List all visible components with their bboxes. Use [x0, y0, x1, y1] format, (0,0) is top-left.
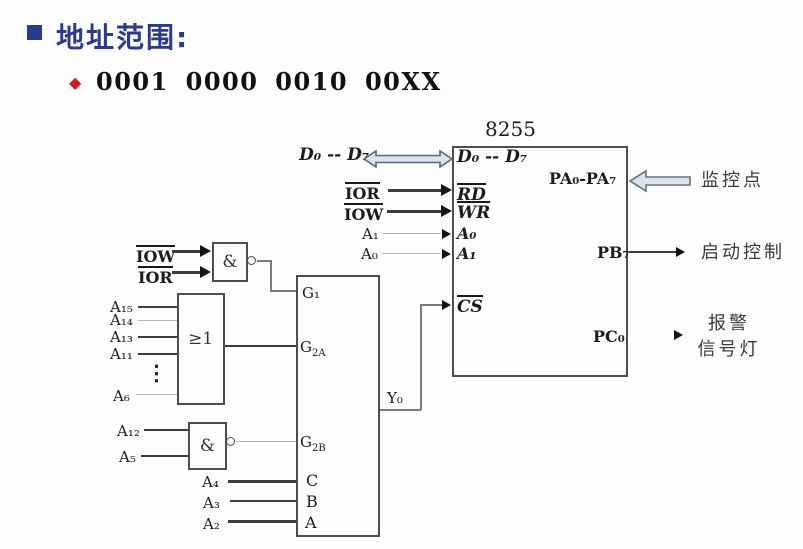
- decoder-a-label: A: [305, 513, 317, 532]
- decoder-g2b-label: G2B: [300, 433, 326, 454]
- wire: [228, 480, 296, 483]
- wire: [138, 336, 177, 338]
- pin-pc0: PC₀: [593, 327, 625, 346]
- wire: [138, 353, 177, 355]
- wire: [420, 304, 442, 306]
- arrow-head-icon: [674, 330, 683, 340]
- arrow-head-icon: [441, 205, 452, 217]
- monitor-point-label: 监控点: [701, 170, 764, 191]
- data-bus-bidirectional-arrow-icon: [363, 149, 453, 169]
- decoder-g2a-label: G2A: [300, 338, 326, 359]
- start-control-label: 启动控制: [701, 242, 785, 263]
- decoder-g1-label: G₁: [302, 284, 320, 302]
- inverter-bubble-icon: [247, 256, 256, 265]
- pin-d0-d7: D₀ -- D₇: [457, 147, 528, 167]
- wire: [380, 409, 421, 411]
- ellipsis-dots: ⋮: [146, 360, 167, 385]
- a14-label: A₁₄: [110, 311, 133, 329]
- wire: [172, 271, 201, 274]
- decoder-c-label: C: [306, 471, 319, 490]
- a11-label: A₁₁: [110, 345, 133, 363]
- wire: [382, 253, 441, 254]
- wire: [236, 441, 296, 442]
- wire: [387, 210, 441, 213]
- wire: [138, 306, 177, 308]
- a1-label: A₁: [362, 225, 379, 243]
- wire: [270, 260, 272, 291]
- or-gate-box: [177, 293, 225, 405]
- iow-gate-label: IOW: [136, 245, 176, 266]
- pin-a0: A₀: [457, 224, 477, 243]
- wire: [225, 345, 296, 347]
- chip-title: 8255: [485, 117, 536, 141]
- wire: [138, 320, 177, 321]
- address-range-value: 0001 0000 0010 00XX: [96, 67, 442, 96]
- a4-label: A₄: [202, 473, 219, 491]
- data-bus-label: D₀ -- D₇: [299, 145, 370, 165]
- wire: [136, 394, 177, 395]
- a0-label: A₀: [361, 245, 378, 263]
- arrow-head-icon: [200, 266, 211, 278]
- or-gate-symbol: ≥1: [188, 329, 214, 349]
- wire: [172, 250, 201, 253]
- wire: [141, 455, 188, 457]
- pin-cs: CS: [457, 295, 483, 317]
- a12-label: A₁₂: [117, 422, 140, 440]
- wire: [228, 520, 296, 523]
- page-title: 地址范围:: [56, 21, 190, 54]
- alarm-signal-label: 报警信号灯: [697, 313, 761, 360]
- and-gate-1-symbol: &: [222, 252, 238, 272]
- wire: [230, 500, 296, 502]
- wire: [257, 260, 271, 262]
- pin-wr: WR: [457, 201, 491, 223]
- ior-gate-label: IOR: [138, 266, 173, 287]
- iow-label: IOW: [344, 203, 384, 224]
- ior-label: IOR: [345, 182, 380, 203]
- diamond-bullet-icon: ◆: [69, 73, 82, 92]
- a2-label: A₂: [203, 515, 220, 533]
- arrow-head-icon: [200, 245, 211, 257]
- arrow-head-icon: [442, 300, 451, 310]
- chip-8255-box: [452, 146, 628, 377]
- pin-pb7: PB₇: [597, 243, 630, 262]
- and-gate-2-box: &: [188, 422, 227, 470]
- a15-label: A₁₅: [110, 298, 133, 316]
- wire: [420, 304, 422, 410]
- a3-label: A₃: [203, 494, 220, 512]
- a6-label: A₆: [113, 387, 130, 405]
- wire: [388, 189, 441, 192]
- pin-a1: A₁: [457, 244, 477, 263]
- decoder-b-label: B: [306, 492, 318, 511]
- wire: [270, 290, 296, 292]
- and-gate-1-box: &: [212, 242, 248, 282]
- wire: [144, 429, 188, 431]
- title-bullet-icon: [27, 25, 42, 40]
- inverter-bubble-icon: [226, 437, 235, 446]
- arrow-head-icon: [442, 229, 451, 239]
- pin-pa0-pa7: PA₀-PA₇: [549, 169, 617, 188]
- decoder-box: [296, 275, 380, 537]
- a5-label: A₅: [119, 448, 136, 466]
- wire: [629, 251, 677, 253]
- pin-rd: RD: [457, 183, 486, 205]
- arrow-head-icon: [676, 247, 685, 257]
- wire: [383, 233, 441, 234]
- arrow-head-icon: [442, 249, 451, 259]
- arrow-head-icon: [441, 184, 452, 196]
- y0-label: Y₀: [387, 389, 403, 407]
- and-gate-2-symbol: &: [199, 436, 216, 456]
- monitor-input-arrow-icon: [629, 169, 691, 193]
- a13-label: A₁₃: [110, 328, 133, 346]
